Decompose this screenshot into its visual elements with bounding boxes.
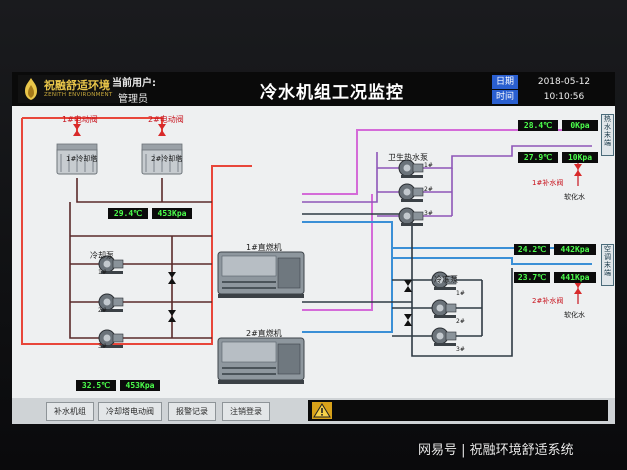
tower-2-label: 2#冷却塔 bbox=[151, 155, 183, 163]
chiller-1-label: 1#直燃机 bbox=[246, 243, 282, 252]
cooling-check-valve-icon bbox=[168, 310, 176, 322]
warning-icon bbox=[312, 402, 332, 419]
cooling-return-temp: 32.5℃ bbox=[76, 380, 116, 391]
makeup-valve-2-icon[interactable] bbox=[574, 282, 582, 294]
cooling-pump-1-label: 1# bbox=[98, 269, 107, 276]
hot-water-terminal-label: 热水末端 bbox=[601, 114, 614, 156]
chilled-pump-2-label: 2# bbox=[456, 318, 465, 325]
ac-terminal-label: 空调末端 bbox=[601, 244, 614, 286]
makeup-unit-button[interactable]: 补水机组 bbox=[46, 402, 94, 421]
hot-water-return-pressure: 10Kpa bbox=[562, 152, 598, 163]
chilled-pump-1-label: 1# bbox=[456, 290, 465, 297]
date-label: 日期 bbox=[492, 75, 518, 89]
cooling-pump-group-label: 冷却泵 bbox=[90, 251, 114, 260]
date-value: 2018-05-12 bbox=[537, 77, 591, 87]
tower-valve-1-icon[interactable] bbox=[73, 124, 81, 136]
chilled-supply-temp: 24.2℃ bbox=[514, 244, 550, 255]
hot-water-pump-2-icon[interactable] bbox=[398, 183, 424, 203]
cooling-supply-temp: 29.4℃ bbox=[108, 208, 148, 219]
tower-valve-1-label: 1#电动阀 bbox=[62, 115, 98, 124]
tower-1-label: 1#冷却塔 bbox=[66, 155, 98, 163]
logo-flame-icon bbox=[25, 78, 37, 100]
makeup-valve-2-label: 2#补水阀 bbox=[532, 297, 564, 305]
source-watermark: 网易号 | 祝融环境舒适系统 bbox=[418, 443, 574, 458]
soft-water-2-label: 软化水 bbox=[564, 311, 585, 319]
cooling-pump-2-label: 2# bbox=[98, 307, 107, 314]
hot-water-pipe-temp: 28.4℃ bbox=[518, 120, 558, 131]
brand-logo: 祝融舒适环境 ZENITH ENVIRONMENT bbox=[18, 75, 126, 103]
hot-water-return-temp: 27.9℃ bbox=[518, 152, 558, 163]
chiller-2-icon[interactable] bbox=[217, 337, 305, 385]
chilled-check-valve-icon bbox=[404, 280, 412, 292]
header-bar: 祝融舒适环境 ZENITH ENVIRONMENT 当前用户: 管理员 冷水机组… bbox=[12, 72, 615, 106]
hot-water-pump-2-label: 2# bbox=[424, 186, 433, 193]
piping-diagram bbox=[21, 117, 592, 385]
hmi-screen: 祝融舒适环境 ZENITH ENVIRONMENT 当前用户: 管理员 冷水机组… bbox=[12, 72, 615, 424]
tower-valve-2-icon[interactable] bbox=[158, 124, 166, 136]
time-label: 时间 bbox=[492, 90, 518, 104]
time-value: 10:10:56 bbox=[543, 92, 585, 102]
makeup-valve-1-label: 1#补水阀 bbox=[532, 179, 564, 187]
hot-water-pump-3-icon[interactable] bbox=[398, 207, 424, 227]
cooling-pump-3-label: 3# bbox=[98, 343, 107, 350]
bottom-toolbar: 补水机组 冷却塔电动阀 报警记录 注销登录 bbox=[12, 398, 615, 424]
tower-valve-button[interactable]: 冷却塔电动阀 bbox=[98, 402, 162, 421]
chilled-pump-3-icon[interactable] bbox=[431, 327, 457, 347]
hot-water-pump-1-label: 1# bbox=[424, 162, 433, 169]
page-title: 冷水机组工况监控 bbox=[260, 83, 404, 103]
chilled-pump-group-label: 冷冻泵 bbox=[434, 275, 458, 284]
chilled-supply-pressure: 442Kpa bbox=[554, 244, 596, 255]
logout-button[interactable]: 注销登录 bbox=[222, 402, 270, 421]
chilled-pump-3-label: 3# bbox=[456, 346, 465, 353]
makeup-valve-1-icon[interactable] bbox=[574, 164, 582, 176]
chilled-return-pressure: 441Kpa bbox=[554, 272, 596, 283]
cooling-supply-pressure: 453Kpa bbox=[152, 208, 192, 219]
hot-water-pump-group-label: 卫生热水泵 bbox=[388, 153, 428, 162]
chilled-return-temp: 23.7℃ bbox=[514, 272, 550, 283]
current-user-label: 当前用户: bbox=[112, 78, 156, 89]
chiller-2-label: 2#直燃机 bbox=[246, 329, 282, 338]
hot-water-pipe-pressure: 0Kpa bbox=[562, 120, 598, 131]
alarm-log-button[interactable]: 报警记录 bbox=[168, 402, 216, 421]
logo-name: 祝融舒适环境 bbox=[44, 79, 110, 92]
chilled-check-valve-icon bbox=[404, 314, 412, 326]
logo-tagline: ZENITH ENVIRONMENT bbox=[44, 92, 113, 98]
cooling-return-pressure: 453Kpa bbox=[120, 380, 160, 391]
chilled-pump-2-icon[interactable] bbox=[431, 299, 457, 319]
current-user-value: 管理员 bbox=[118, 94, 148, 105]
tower-valve-2-label: 2#电动阀 bbox=[148, 115, 184, 124]
alarm-banner[interactable] bbox=[308, 400, 608, 421]
soft-water-1-label: 软化水 bbox=[564, 193, 585, 201]
hot-water-pump-3-label: 3# bbox=[424, 210, 433, 217]
cooling-check-valve-icon bbox=[168, 272, 176, 284]
chiller-1-icon[interactable] bbox=[217, 251, 305, 299]
